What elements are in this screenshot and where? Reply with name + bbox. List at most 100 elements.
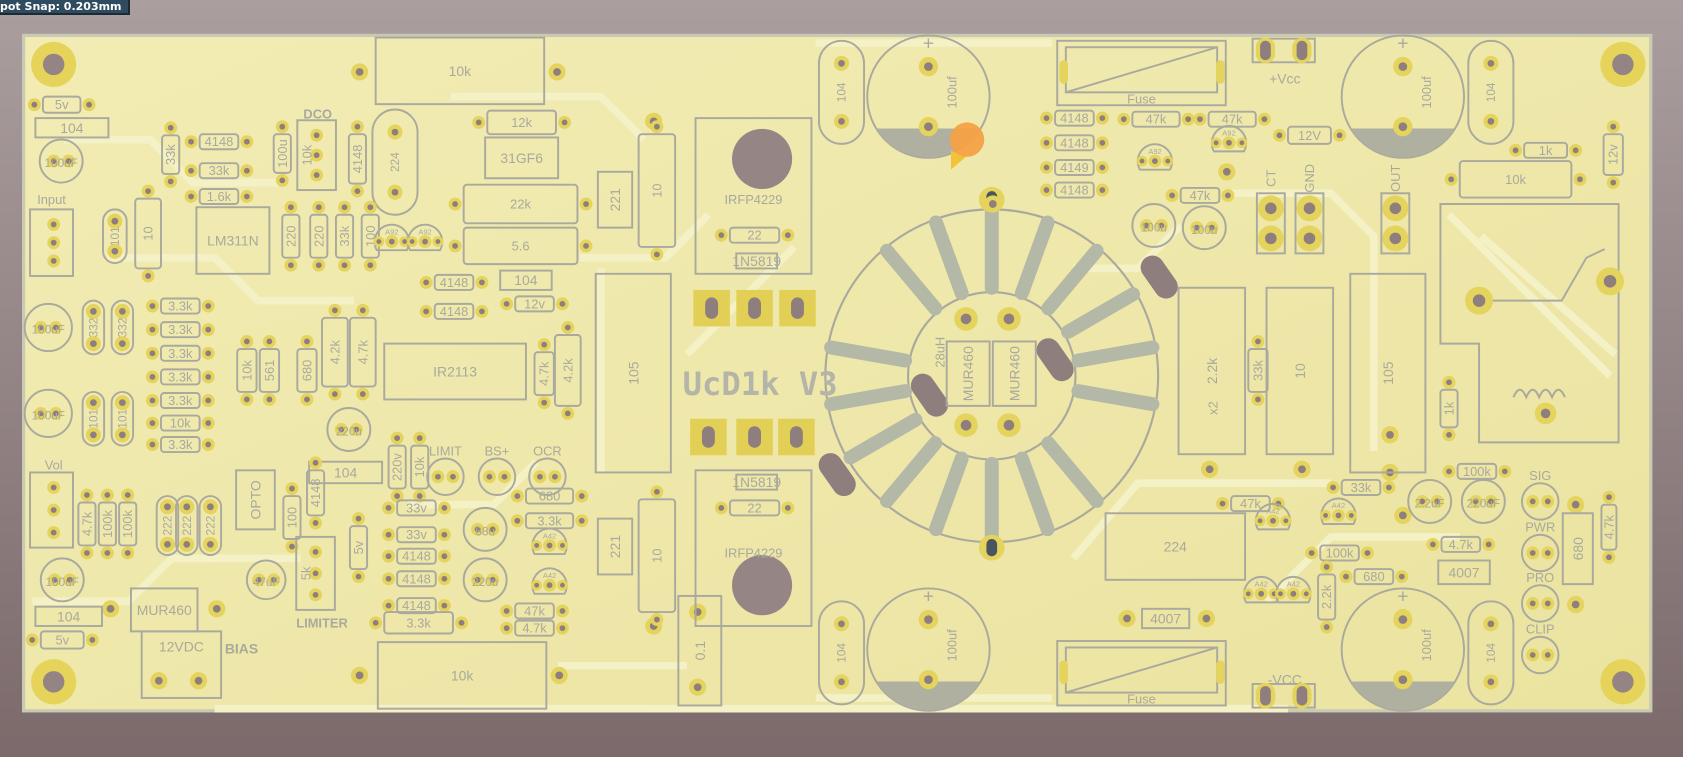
pad[interactable] [363,258,377,272]
pad[interactable] [101,600,120,618]
pad[interactable] [201,370,215,384]
pad[interactable] [350,63,369,81]
pad[interactable] [1442,464,1456,478]
part-r680-d[interactable]: 680 [1561,512,1594,586]
pad[interactable] [85,336,101,352]
pad[interactable] [1040,111,1053,125]
pad[interactable] [107,243,123,259]
pad[interactable] [350,184,364,198]
pad[interactable] [382,549,395,563]
pad[interactable] [201,346,215,360]
part-c100u-b[interactable]: 100u [1131,203,1177,248]
pad[interactable] [918,56,939,77]
part-r42k-a[interactable]: 4.2k [321,303,349,401]
pad[interactable] [385,235,399,249]
pad[interactable] [338,258,351,272]
pad[interactable] [184,164,198,178]
pad[interactable] [1393,609,1413,630]
pad[interactable] [1469,495,1483,508]
part-d4148-j[interactable]: 4148 [382,547,451,565]
pad[interactable] [558,115,572,129]
part-connector[interactable] [29,471,74,549]
pad[interactable] [201,323,215,337]
pad[interactable] [1095,183,1109,197]
pad[interactable] [437,528,451,542]
pad[interactable] [833,616,850,632]
part-r680-b[interactable]: 680 [510,487,589,505]
pad[interactable] [285,482,299,496]
part-c100-br[interactable]: 100uf+ [1340,587,1466,712]
part-r47k-e[interactable]: 4.7k [533,338,555,410]
pad[interactable] [373,236,385,247]
pad[interactable] [159,499,175,515]
pad[interactable] [47,236,61,250]
part-c100-bot[interactable]: 100uf+ [866,587,991,712]
part-r47k-j[interactable]: 4.7k [1426,535,1496,553]
pad[interactable] [437,501,451,515]
pad[interactable] [1393,117,1413,137]
pad[interactable] [1118,609,1136,628]
part-r10k-r[interactable]: 10k [1444,160,1587,199]
pad[interactable] [82,98,96,112]
pad[interactable] [312,200,326,214]
part-c224-a[interactable]: 224 [371,108,419,216]
part-r100u[interactable]: 100u [272,120,292,187]
part-r33k-b[interactable]: 33k [184,162,254,180]
pad[interactable] [548,470,562,484]
part-r22k-b[interactable]: 2.2k [1317,560,1337,634]
smd-pad[interactable] [736,289,773,327]
part-limit[interactable]: LIMIT [426,443,465,496]
part-c104-b[interactable]: 104 [499,269,553,291]
pad[interactable] [510,514,524,528]
part-d31gf6[interactable]: 31GF6 [484,136,560,180]
pad[interactable] [63,573,77,587]
part-r33k-e[interactable]: 3.3k [369,611,468,635]
pad[interactable] [107,213,123,229]
pad[interactable] [918,117,939,137]
pad[interactable] [275,120,289,134]
pad[interactable] [34,406,48,420]
part-dco-pot[interactable]: 10k [296,119,337,192]
part-q-a42-d[interactable]: A42 [1320,497,1357,525]
pad[interactable] [356,387,370,401]
part-input[interactable]: Input [37,192,66,207]
part-r10-bot[interactable]: 10 [637,485,677,627]
pad[interactable] [1596,267,1624,296]
pad[interactable] [1483,55,1499,71]
pad[interactable] [1606,176,1620,189]
pad[interactable] [49,406,63,420]
pad[interactable] [689,678,707,696]
part-r100-a[interactable]: 100 [360,200,380,272]
pad[interactable] [419,275,433,289]
pad[interactable] [284,258,298,272]
part-d4007-b[interactable]: 4007 [1437,559,1491,586]
pad[interactable] [419,304,433,318]
pad[interactable] [1040,161,1053,174]
pad[interactable] [437,599,451,613]
pad[interactable] [252,573,266,587]
part-c222-c[interactable]: 222 [198,495,223,557]
pad[interactable] [500,621,514,635]
pad[interactable] [62,154,76,168]
pad[interactable] [390,489,404,503]
pad[interactable] [537,396,551,410]
pad[interactable] [1257,195,1284,222]
pad[interactable] [47,217,61,231]
pad[interactable] [557,540,568,551]
pad[interactable] [1526,648,1540,662]
part-connector[interactable] [1251,682,1316,709]
pad[interactable] [1602,550,1616,564]
part-c100-b[interactable]: 100uF [23,302,73,353]
part-connector[interactable] [29,208,74,277]
pad[interactable] [1482,537,1496,551]
part-vcc-pos[interactable]: +Vcc [1269,70,1300,86]
pad[interactable] [285,540,299,553]
part-r100k-b[interactable]: 100k [118,488,138,560]
pad[interactable] [455,616,468,630]
pad[interactable] [918,609,939,630]
pad[interactable] [1040,183,1053,197]
part-c22u[interactable]: 2.2uF [1407,479,1453,524]
pad[interactable] [201,416,215,430]
pad[interactable] [1498,464,1512,478]
pad[interactable] [1541,546,1555,560]
